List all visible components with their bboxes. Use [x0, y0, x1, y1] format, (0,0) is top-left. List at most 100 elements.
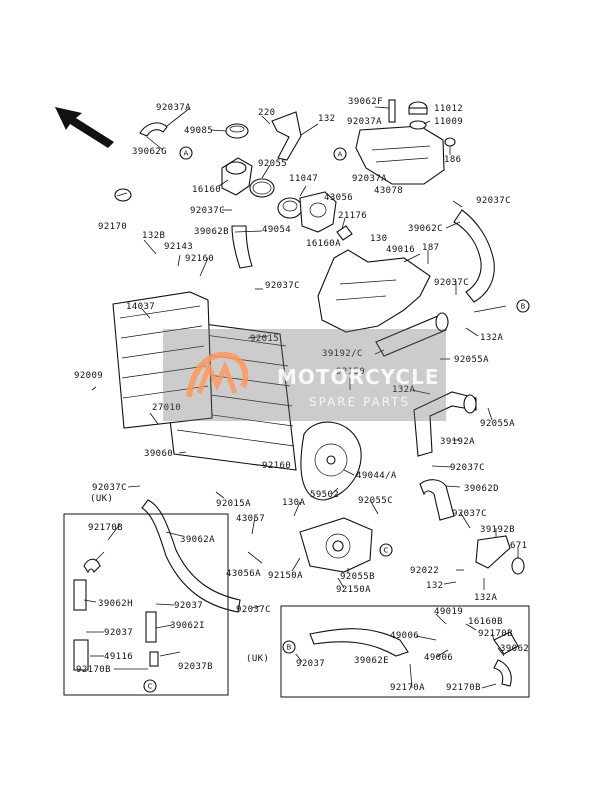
label-59502: 59502: [310, 490, 339, 500]
bracket-11047: [271, 111, 302, 161]
watermark: MOTORCYCLE SPARE PARTS: [163, 329, 446, 421]
label-130a: 130A: [282, 498, 305, 508]
tank-cap-11012: [408, 101, 428, 115]
label-43078: 43078: [374, 186, 403, 196]
label-92160-lower: 92160: [262, 461, 291, 471]
ref-circle-a-upper: A: [179, 146, 193, 160]
water-pump-assembly: [299, 517, 373, 573]
label-130: 130: [370, 234, 387, 244]
label-16160: 16160: [192, 185, 221, 195]
label-92015: 92015: [250, 334, 279, 344]
label-92150a-lower: 92150A: [336, 585, 371, 595]
ref-circle-a-tank: A: [333, 147, 347, 161]
label-16160a: 16160A: [306, 239, 341, 249]
label-92170b-uk: 92170B: [76, 665, 111, 675]
gasket-671: [511, 557, 525, 575]
label-92037c-right: 92037C: [434, 278, 469, 288]
watermark-logo-icon: [186, 351, 249, 398]
temp-sensor-21176: [336, 225, 353, 241]
label-671: 671: [510, 541, 527, 551]
label-92037c-lower-right: 92037C: [450, 463, 485, 473]
uk-left-hose: [73, 558, 101, 671]
label-92037c-left: 92037C: [92, 483, 127, 493]
label-92150: 92150: [336, 367, 365, 377]
label-132b: 132B: [142, 231, 165, 241]
hose-39062f: [388, 99, 396, 123]
label-49006: 49006: [390, 631, 419, 641]
hose-39062g: [139, 122, 168, 137]
label-43056: 43056: [324, 193, 353, 203]
ref-circle-b-right: B: [516, 299, 530, 313]
label-16160b: 16160B: [468, 617, 503, 627]
label-92022: 92022: [410, 566, 439, 576]
part-number-labels: 92037A 39062G 92170 220 49085 132 92055 …: [74, 97, 529, 693]
pipe-39192b: [475, 535, 511, 569]
label-92037c-pipe: 92037C: [452, 509, 487, 519]
label-132a-mid: 132A: [392, 385, 415, 395]
bolt-92170: [114, 188, 132, 202]
label-39062g: 39062G: [132, 147, 167, 157]
uk-right-hose: [309, 628, 519, 687]
svg-text:A: A: [338, 151, 343, 159]
watermark-subtitle: SPARE PARTS: [309, 395, 411, 409]
label-92055b: 92055B: [340, 572, 375, 582]
hose-39062d: [419, 479, 455, 521]
label-92170: 92170: [98, 222, 127, 232]
label-49085: 49085: [184, 126, 213, 136]
label-92037c-bottom: 92037C: [236, 605, 271, 615]
label-92037a-tank-lower: 92037A: [352, 174, 387, 184]
label-49044a: 49044/A: [356, 471, 397, 481]
thermostat-49054: [277, 197, 303, 219]
reserve-tank-43078: [355, 125, 445, 185]
ref-circle-c-uk: C: [143, 679, 157, 693]
svg-text:C: C: [148, 683, 153, 691]
radiator-cap-49085: [225, 123, 249, 139]
label-21176: 21176: [338, 211, 367, 221]
label-187: 187: [422, 243, 439, 253]
label-uk-right: (UK): [246, 654, 269, 664]
svg-text:A: A: [184, 150, 189, 158]
label-27010: 27010: [152, 403, 181, 413]
label-39192c: 39192/C: [322, 349, 363, 359]
label-92150a: 92150A: [268, 571, 303, 581]
label-39062b: 39062B: [194, 227, 229, 237]
label-39062h: 39062H: [98, 599, 133, 609]
leader-lines: [83, 106, 519, 689]
watermark-title: MOTORCYCLE: [277, 365, 440, 389]
label-92009: 92009: [74, 371, 103, 381]
label-39062f: 39062F: [348, 97, 383, 107]
label-uk-left: (UK): [90, 494, 113, 504]
label-92037a-tank: 92037A: [347, 117, 382, 127]
label-92037a: 92037A: [156, 103, 191, 113]
label-39062c: 39062C: [408, 224, 443, 234]
label-92170b-uk-right: 92170B: [446, 683, 481, 693]
label-14037: 14037: [126, 302, 155, 312]
label-92055c: 92055C: [358, 496, 393, 506]
label-39062d: 39062D: [464, 484, 499, 494]
svg-text:C: C: [384, 547, 389, 555]
uk-left-pipe: [145, 611, 159, 667]
uk-left-frame: [63, 513, 229, 696]
label-92055: 92055: [258, 159, 287, 169]
label-39062: 39062: [500, 644, 529, 654]
svg-text:B: B: [521, 303, 526, 311]
label-132-lower: 132: [426, 581, 443, 591]
fan-59502: [300, 421, 362, 501]
thermostat-housing-16160a: [299, 191, 337, 233]
label-49006-lower: 49006: [424, 653, 453, 663]
label-92037c-mid: 92037C: [265, 281, 300, 291]
label-132a-lower: 132A: [474, 593, 497, 603]
uk-right-frame: [280, 605, 530, 698]
label-92015a: 92015A: [216, 499, 251, 509]
svg-text:B: B: [287, 644, 292, 652]
shroud-49016: [317, 249, 431, 333]
label-92037b: 92037B: [178, 662, 213, 672]
label-11047: 11047: [289, 174, 318, 184]
label-92170b-right: 92170B: [478, 629, 513, 639]
ref-circle-b-uk: B: [282, 640, 296, 654]
tank-cap-11009: [409, 120, 427, 130]
pipe-39192a: [413, 391, 477, 457]
label-92170b: 92170B: [88, 523, 123, 533]
